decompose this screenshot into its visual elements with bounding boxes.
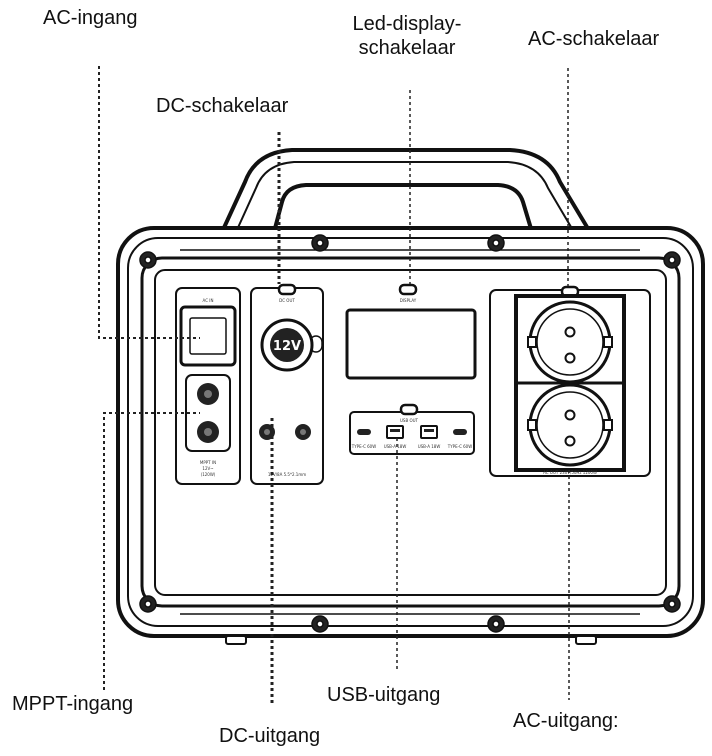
mppt-caption: MPPT IN xyxy=(200,460,216,465)
led-display xyxy=(345,308,477,380)
mppt-sub1: 12V~ xyxy=(202,466,213,471)
screws xyxy=(139,234,681,633)
leader-lines xyxy=(98,66,570,704)
label-usb-output: USB-uitgang xyxy=(327,684,441,706)
usb-c-left-caption: TYPE-C 60W xyxy=(351,444,376,449)
ac-rating: AC OUT 230V/50Hz 1200W xyxy=(543,470,597,475)
dc-out-caption: DC OUT xyxy=(279,298,295,303)
usb-c-right-caption: TYPE-C 60W xyxy=(447,444,472,449)
usb-a-left-caption: USB-A 18W xyxy=(384,444,407,449)
car-socket-label: 12V xyxy=(273,339,301,354)
label-ac-input: AC-ingang xyxy=(43,7,138,29)
usb-c-port-right xyxy=(453,429,467,435)
input-panel: AC IN MPPT IN 12V~ (120W) xyxy=(175,287,241,485)
label-dc-switch: DC-schakelaar xyxy=(156,95,289,117)
ac-input-port xyxy=(179,305,237,367)
label-led-display-switch: Led-display- schakelaar xyxy=(320,12,494,60)
mppt-sub2: (120W) xyxy=(201,472,216,477)
dc-rating: 12V/8A 5.5*2.1mm xyxy=(268,472,306,477)
usb-out-caption: USB OUT xyxy=(400,418,419,423)
leader-mppt-input xyxy=(103,412,200,690)
display-switch-button xyxy=(398,283,418,296)
ac-socket-1 xyxy=(528,300,612,384)
label-led-display-switch-line1: Led-display- xyxy=(352,13,462,35)
usb-c-port-left xyxy=(357,429,371,435)
dc-panel: DC OUT 12V 12V/8A 5.5*2.1mm xyxy=(250,283,324,485)
leader-ac-input xyxy=(98,66,200,339)
label-ac-output: AC-uitgang: xyxy=(513,710,619,732)
dc-switch-button xyxy=(277,283,297,296)
display-caption: DISPLAY xyxy=(400,298,417,303)
feet xyxy=(225,635,597,645)
ac-in-caption: AC IN xyxy=(203,298,214,303)
label-dc-output: DC-uitgang xyxy=(219,725,321,747)
carry-handle xyxy=(220,148,592,234)
display-area: DISPLAY xyxy=(345,283,477,380)
label-mppt-input: MPPT-ingang xyxy=(12,693,134,715)
usb-switch-button xyxy=(399,403,419,416)
ac-socket-2 xyxy=(528,383,612,467)
label-ac-switch: AC-schakelaar xyxy=(528,28,660,50)
usb-a-right-caption: USB-A 18W xyxy=(418,444,441,449)
usb-panel: USB OUT TYPE-C 60W USB-A 18W USB-A 18W T… xyxy=(349,403,475,455)
label-led-display-switch-line2: schakelaar xyxy=(358,37,456,59)
ac-panel: AC OUT 230V/50Hz 1200W xyxy=(489,285,651,477)
